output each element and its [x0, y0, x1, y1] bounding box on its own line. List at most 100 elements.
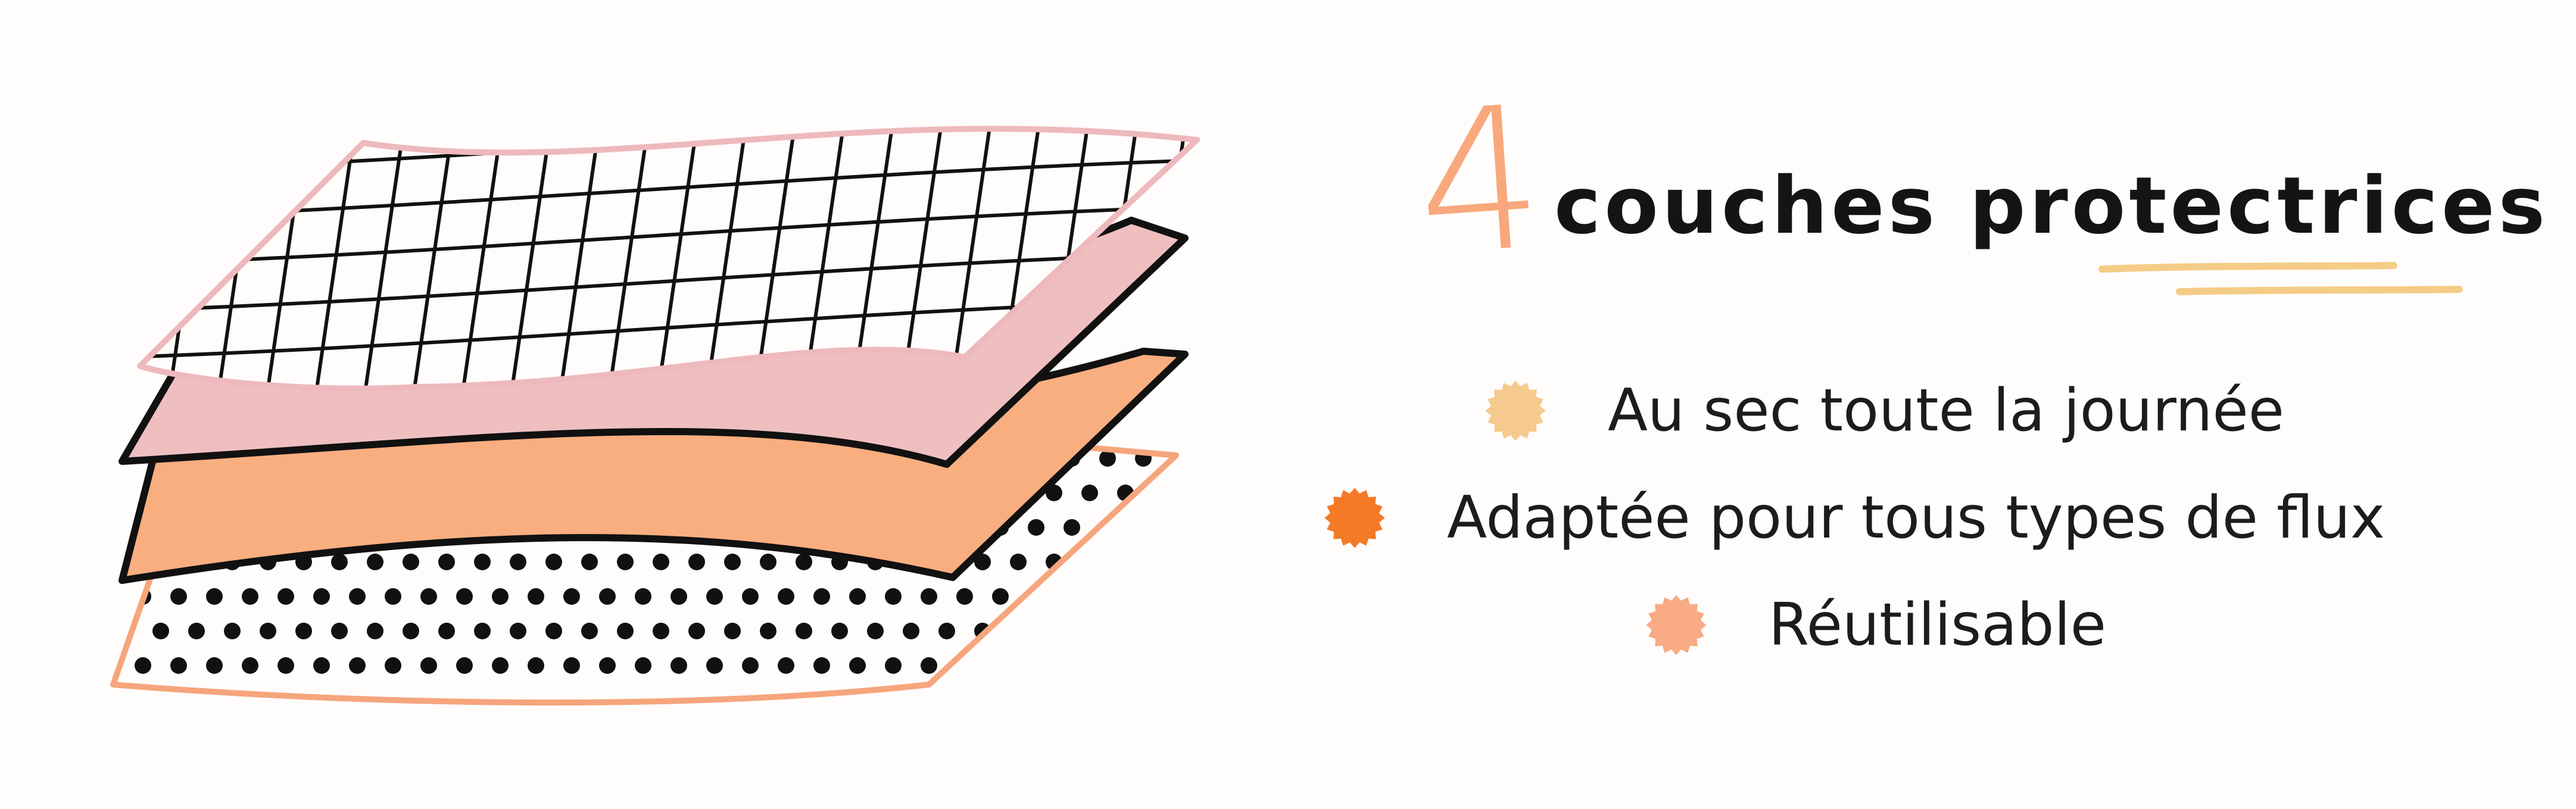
pattern-dot — [724, 623, 741, 639]
pattern-dot — [742, 588, 759, 605]
pattern-dot — [921, 588, 937, 605]
pattern-dot — [760, 554, 776, 570]
pattern-dot — [1135, 519, 1152, 536]
pattern-dot — [224, 623, 241, 639]
pattern-dot — [385, 588, 401, 605]
pattern-dot — [510, 554, 526, 570]
pattern-dot — [706, 657, 723, 674]
pattern-dot — [242, 588, 258, 605]
pattern-dot — [563, 657, 580, 674]
pattern-dot — [1010, 554, 1027, 570]
pattern-dot — [135, 657, 151, 674]
pattern-dot — [599, 588, 616, 605]
pattern-dot — [474, 554, 491, 570]
grid-line — [703, 129, 749, 389]
pattern-dot — [438, 554, 455, 570]
pattern-dot — [1171, 657, 1176, 674]
pattern-dot — [885, 657, 902, 674]
pattern-dot — [1099, 657, 1116, 674]
grid-line — [557, 129, 602, 389]
pattern-dot — [1081, 554, 1098, 570]
pattern-dot — [1064, 588, 1080, 605]
pattern-dot — [653, 623, 669, 639]
benefit-item: Adaptée pour tous types de flux — [1286, 464, 2566, 571]
pattern-dot — [1081, 485, 1098, 501]
grid-line — [313, 129, 358, 389]
pattern-dot — [113, 450, 116, 467]
pattern-dot — [277, 588, 294, 605]
pattern-dot — [1046, 623, 1062, 639]
pattern-dot — [113, 519, 116, 536]
heading-title: couches protectrices — [1554, 160, 2549, 252]
pattern-dot — [295, 623, 312, 639]
pattern-dot — [1171, 519, 1176, 536]
pattern-dot — [796, 554, 812, 570]
pattern-dot — [81, 554, 98, 570]
pattern-dot — [242, 657, 258, 674]
benefits-list: Au sec toute la journée Adaptée pour tou… — [1286, 357, 2566, 679]
pattern-dot — [385, 657, 401, 674]
layers-illustration — [0, 0, 1250, 809]
benefit-item: Au sec toute la journée — [1286, 357, 2566, 464]
pattern-dot — [617, 554, 634, 570]
benefit-label: Au sec toute la journée — [1608, 377, 2285, 445]
heading-underline — [2098, 262, 2463, 295]
pattern-dot — [81, 485, 98, 501]
pattern-dot — [956, 588, 973, 605]
benefit-item: Réutilisable — [1286, 571, 2566, 679]
pattern-dot — [1153, 623, 1170, 639]
pattern-dot — [1117, 623, 1134, 639]
pattern-dot — [1099, 588, 1116, 605]
pattern-dot — [456, 588, 473, 605]
pattern-dot — [1135, 657, 1152, 674]
grid-line — [140, 251, 1197, 314]
pattern-dot — [599, 657, 616, 674]
pattern-dot — [635, 657, 651, 674]
pattern-dot — [188, 623, 205, 639]
pattern-dot — [849, 588, 866, 605]
pattern-dot — [349, 588, 366, 605]
pattern-dot — [813, 657, 830, 674]
grid-line — [654, 129, 700, 389]
pattern-dot — [1010, 623, 1027, 639]
pattern-dot — [778, 657, 794, 674]
pattern-dot — [1153, 485, 1170, 501]
pattern-dot — [403, 554, 419, 570]
pattern-dot — [760, 623, 776, 639]
pattern-dot — [670, 657, 687, 674]
pattern-dot — [921, 657, 937, 674]
pattern-dot — [492, 657, 509, 674]
pattern-dot — [545, 623, 562, 639]
pattern-dot — [367, 623, 383, 639]
pattern-dot — [1081, 623, 1098, 639]
pattern-dot — [438, 623, 455, 639]
pattern-dot — [528, 657, 544, 674]
pattern-dot — [688, 623, 705, 639]
pattern-dot — [117, 485, 133, 501]
pattern-dot — [1064, 519, 1080, 536]
pattern-dot — [456, 657, 473, 674]
pattern-dot — [670, 588, 687, 605]
pattern-dot — [849, 657, 866, 674]
blob-bullet-icon — [1646, 595, 1707, 655]
pattern-dot — [510, 623, 526, 639]
grid-line — [606, 129, 651, 389]
pattern-dot — [1117, 554, 1134, 570]
pattern-dot — [742, 657, 759, 674]
pattern-dot — [581, 554, 598, 570]
pattern-dot — [206, 657, 223, 674]
heading-number: 4 — [1409, 63, 1551, 300]
pattern-dot — [938, 623, 955, 639]
pattern-dot — [1028, 519, 1044, 536]
pattern-dot — [260, 623, 276, 639]
pattern-dot — [867, 623, 884, 639]
pattern-dot — [277, 657, 294, 674]
grid-line — [1192, 129, 1197, 389]
pattern-dot — [420, 657, 437, 674]
pattern-dot — [313, 657, 330, 674]
blob-bullet-icon — [1324, 488, 1385, 548]
pattern-dot — [528, 588, 544, 605]
grid-line — [361, 129, 407, 389]
pattern-dot — [617, 623, 634, 639]
pattern-dot — [635, 588, 651, 605]
